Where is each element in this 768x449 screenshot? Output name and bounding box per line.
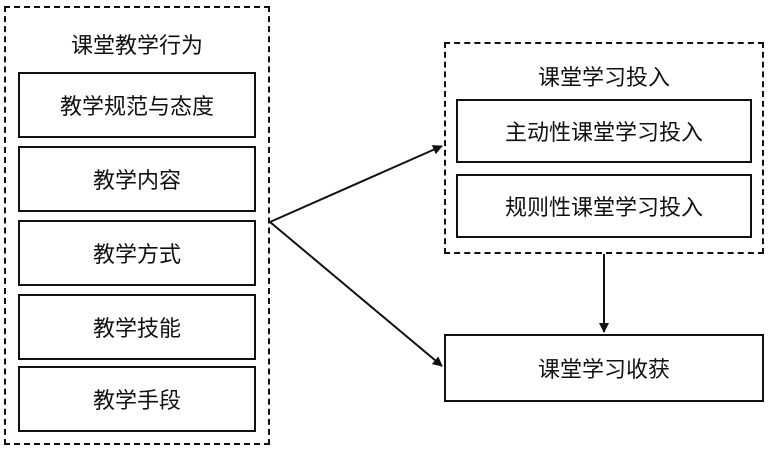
teaching-means-box: 教学手段	[18, 366, 256, 432]
active-engagement-box: 主动性课堂学习投入	[456, 99, 752, 163]
teaching-content-box: 教学内容	[18, 146, 256, 212]
arrow-to-engagement	[269, 145, 443, 223]
learning-engagement-group	[444, 42, 764, 254]
teaching-skill-box: 教学技能	[18, 294, 256, 360]
teaching-method-box: 教学方式	[18, 220, 256, 286]
teaching-behavior-group	[4, 6, 270, 445]
teaching-norms-box: 教学规范与态度	[18, 72, 256, 138]
teaching-behavior-title: 课堂教学行为	[70, 34, 203, 59]
rule-engagement-box: 规则性课堂学习投入	[456, 174, 752, 238]
arrow-to-gain	[269, 221, 443, 367]
learning-gain-box: 课堂学习收获	[444, 334, 764, 402]
learning-engagement-title: 课堂学习投入	[537, 66, 670, 91]
